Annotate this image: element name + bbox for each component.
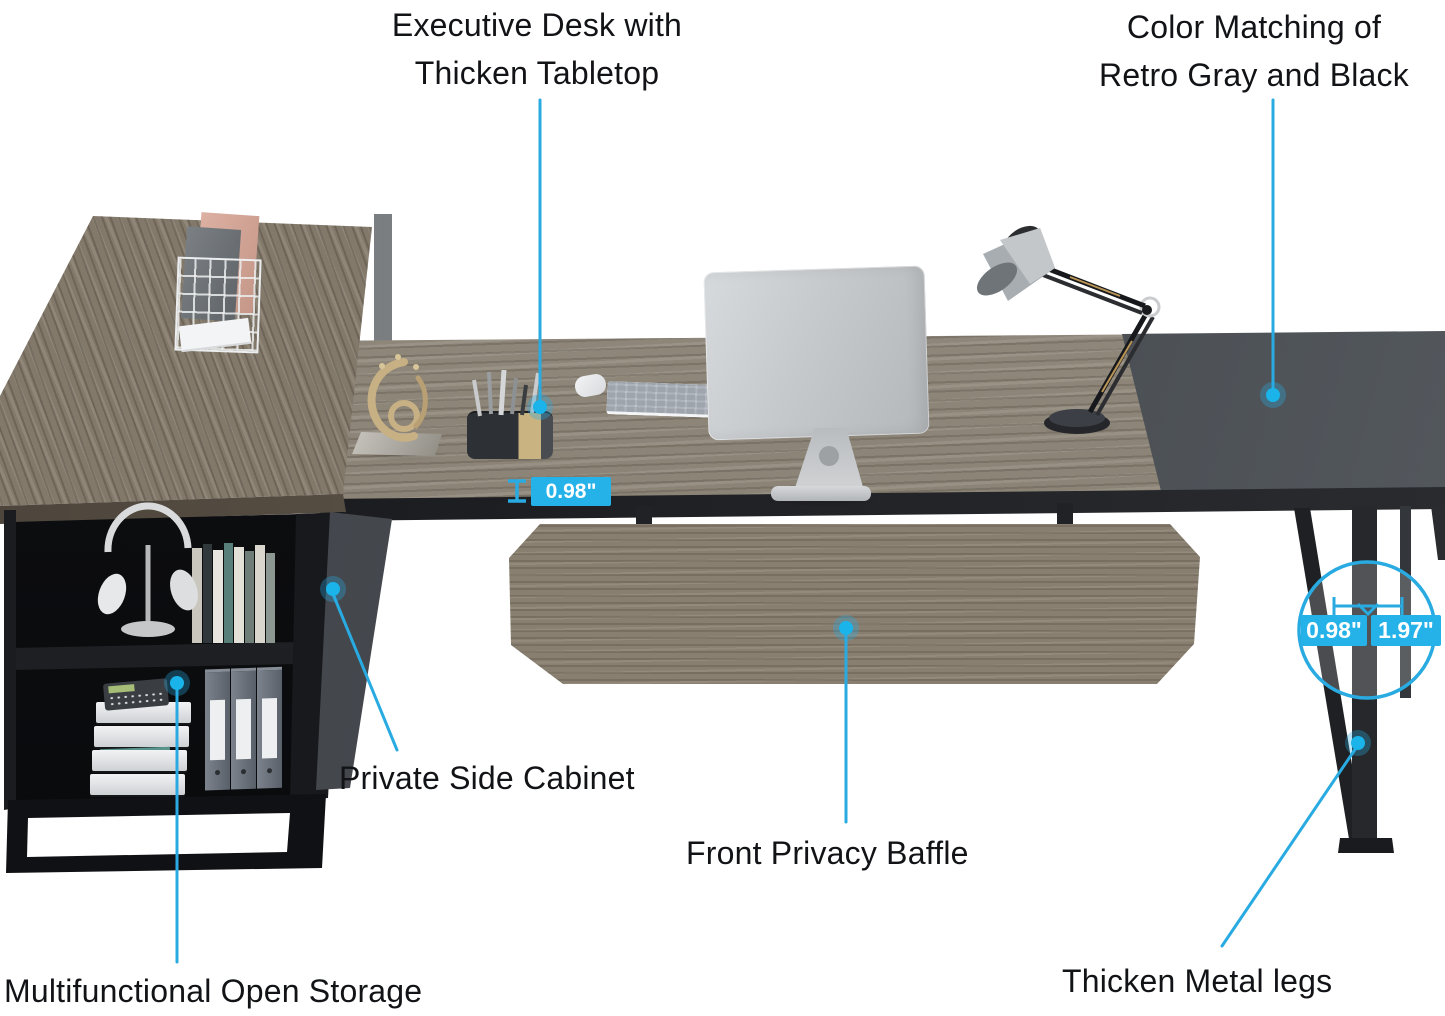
label-metal-legs: Thicken Metal legs bbox=[1062, 963, 1333, 999]
headphone-stand-base bbox=[121, 621, 175, 637]
double-arrow-measure-icon bbox=[1332, 597, 1404, 617]
label-executive-desk: Executive Desk with Thicken Tabletop bbox=[312, 1, 762, 97]
tabletop-thickness-badge: 0.98" bbox=[531, 477, 611, 506]
headphone-earcup bbox=[170, 569, 198, 611]
label-line: Thicken Tabletop bbox=[414, 55, 660, 91]
pen-holder bbox=[467, 411, 553, 459]
headphone-band bbox=[104, 502, 192, 553]
sculpture bbox=[367, 354, 428, 442]
callout-line-cabinet bbox=[331, 592, 399, 752]
imac-base bbox=[771, 486, 871, 501]
callout-dots bbox=[164, 382, 1371, 756]
pens bbox=[472, 369, 540, 417]
label-line: Retro Gray and Black bbox=[1099, 57, 1409, 93]
label-side-cabinet: Private Side Cabinet bbox=[339, 760, 635, 796]
label-privacy-baffle: Front Privacy Baffle bbox=[686, 835, 969, 871]
label-color-matching: Color Matching of Retro Gray and Black bbox=[1040, 3, 1445, 99]
desk-lamp bbox=[976, 225, 1161, 434]
leg-width-badge: 1.97" bbox=[1371, 615, 1441, 646]
paper-tray bbox=[94, 726, 189, 747]
headphone-earcup bbox=[97, 573, 127, 615]
paper-tray bbox=[90, 774, 185, 795]
label-line: Color Matching of bbox=[1126, 9, 1382, 45]
callout-line-legs bbox=[1220, 746, 1358, 948]
leg-depth-badge: 0.98" bbox=[1301, 615, 1367, 646]
paper-tray bbox=[92, 750, 187, 771]
label-open-storage: Multifunctional Open Storage bbox=[4, 973, 423, 1009]
label-line: Executive Desk with bbox=[391, 7, 683, 43]
i-beam-measure-icon bbox=[508, 479, 526, 503]
